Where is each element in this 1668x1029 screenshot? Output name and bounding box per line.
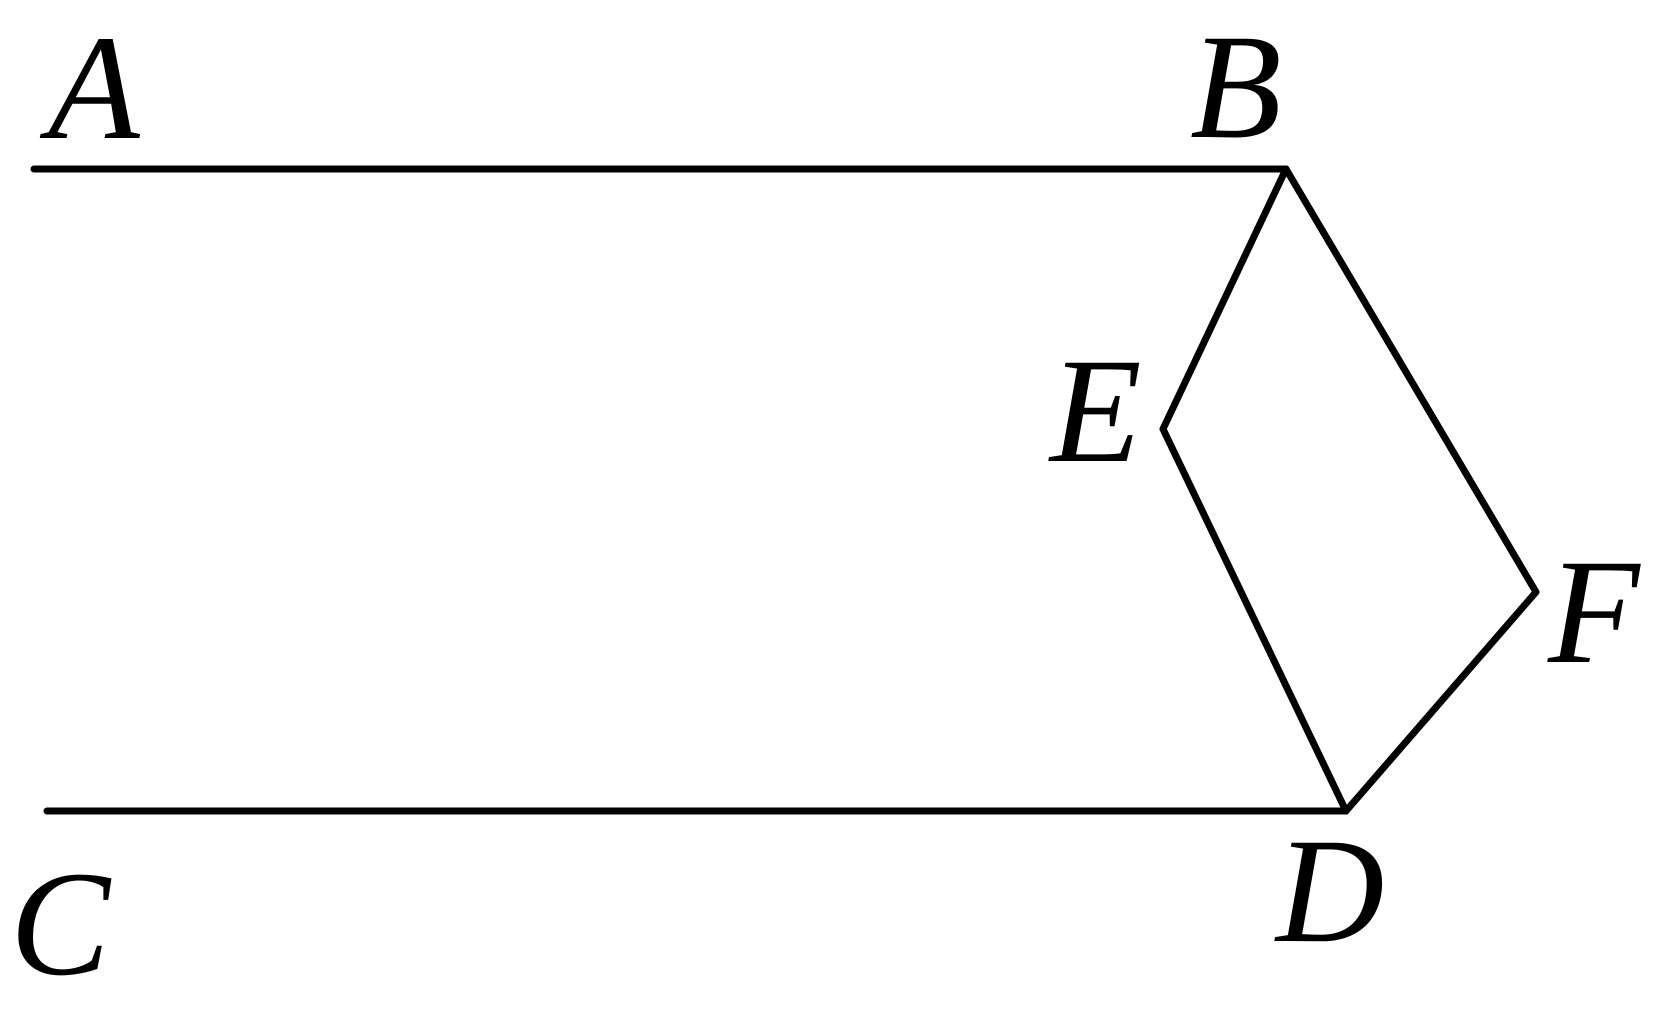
label-point-f: F bbox=[1547, 529, 1641, 695]
segment-bf bbox=[1282, 165, 1540, 596]
label-point-e: E bbox=[1048, 328, 1142, 494]
label-point-c: C bbox=[10, 841, 112, 1007]
segment-fd bbox=[1342, 588, 1540, 815]
label-point-b: B bbox=[1190, 4, 1282, 170]
label-point-a: A bbox=[39, 5, 141, 171]
segment-be bbox=[1159, 165, 1290, 433]
label-point-d: D bbox=[1274, 808, 1384, 974]
segment-ed bbox=[1159, 425, 1350, 815]
